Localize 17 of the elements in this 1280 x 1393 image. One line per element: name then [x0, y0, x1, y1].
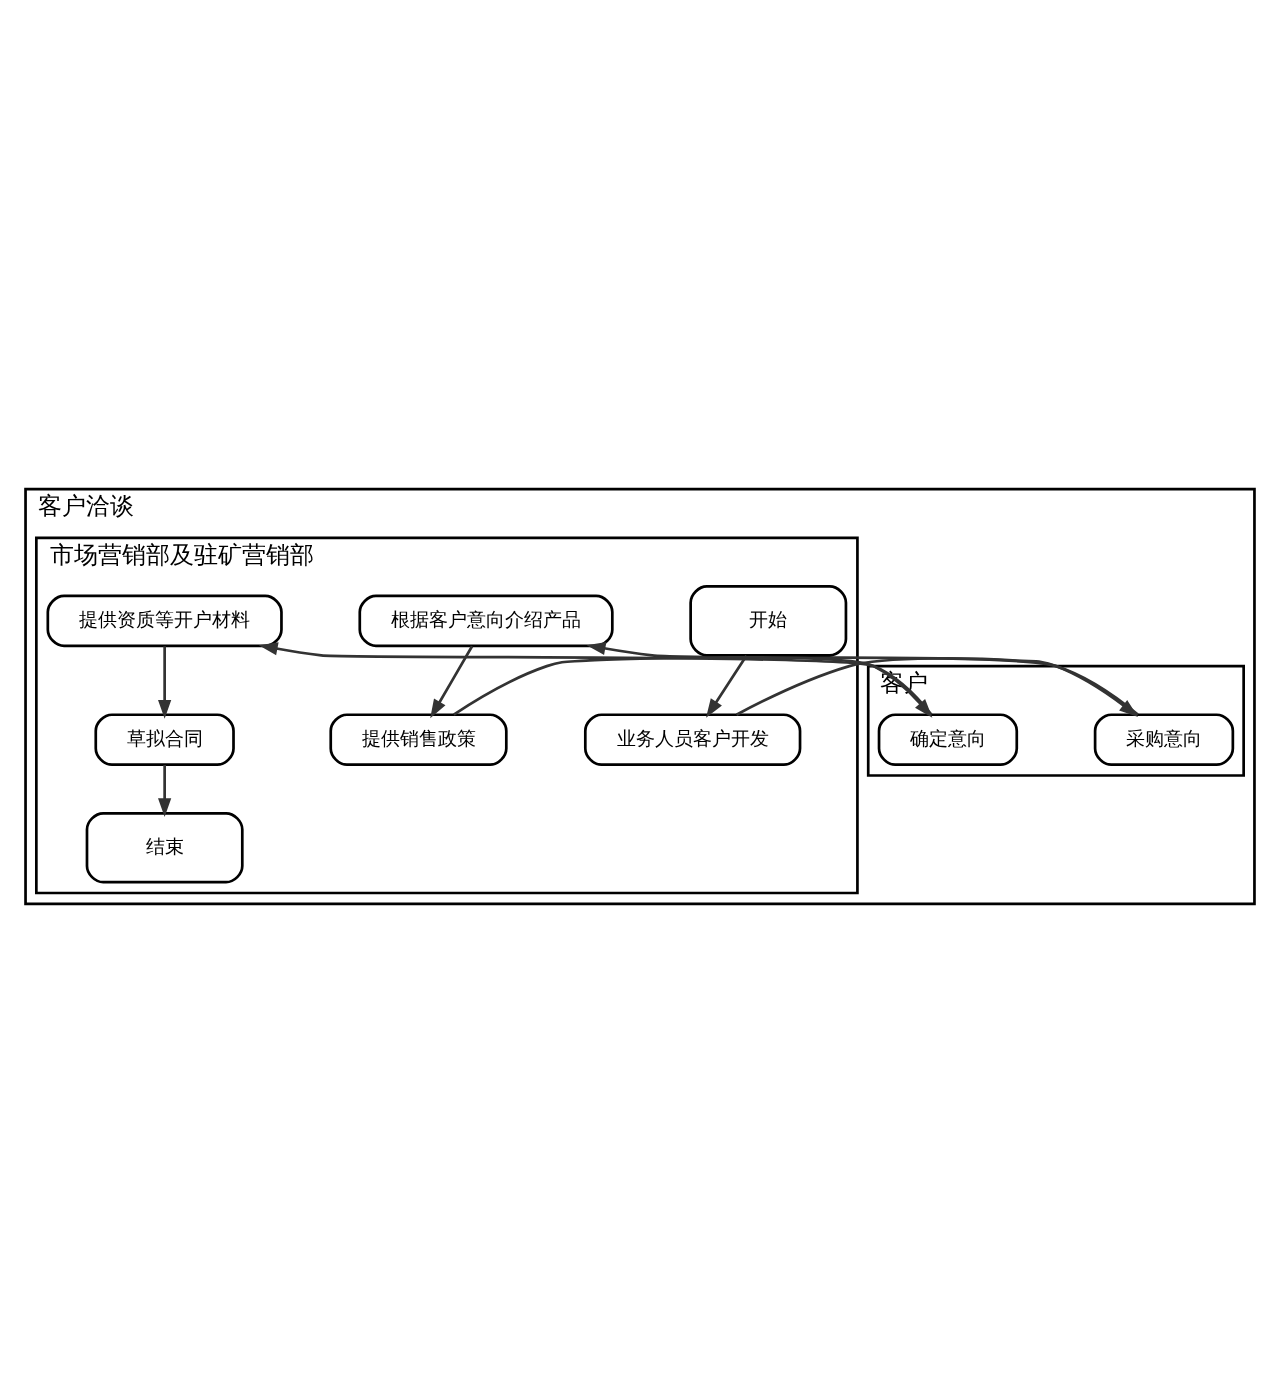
- node-box: 开始: [689, 585, 848, 657]
- node-box: 根据客户意向介绍产品: [358, 594, 614, 648]
- node-box: 草拟合同: [94, 713, 235, 767]
- node-box: 确定意向: [877, 713, 1019, 767]
- arrow: [258, 642, 933, 716]
- arrow: [735, 657, 1139, 717]
- node-box: 业务人员客户开发: [583, 713, 802, 767]
- arrow: [158, 646, 172, 719]
- arrow: [158, 764, 172, 818]
- node-box: 结束: [85, 811, 244, 884]
- arrow: [453, 655, 933, 718]
- node-box: 提供资质等开户材料: [46, 594, 283, 648]
- arrow: [586, 641, 1139, 716]
- node-box: 提供销售政策: [329, 713, 508, 767]
- node-box: 采购意向: [1093, 713, 1235, 767]
- arrow: [430, 645, 474, 719]
- arrow: [706, 655, 748, 718]
